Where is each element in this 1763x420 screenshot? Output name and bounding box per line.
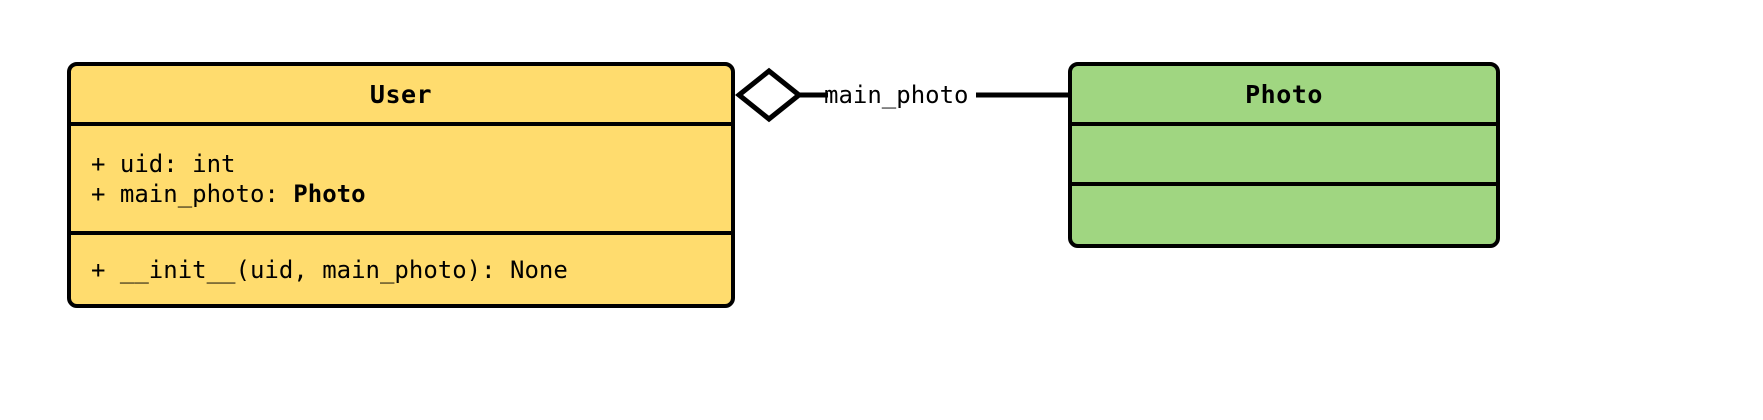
uml-attribute-main-photo-prefix: + main_photo:: [91, 179, 294, 208]
aggregation-diamond-icon: [734, 67, 804, 123]
uml-class-user-title: User: [369, 79, 433, 109]
uml-attribute-main-photo: + main_photo: Photo: [91, 179, 711, 209]
uml-class-photo[interactable]: Photo: [1068, 62, 1500, 248]
uml-class-user[interactable]: User + uid: int + main_photo: Photo + __…: [67, 62, 735, 308]
uml-class-user-attributes: + uid: int + main_photo: Photo: [71, 122, 731, 231]
uml-class-photo-title: Photo: [1245, 79, 1323, 109]
uml-method-init: + __init__(uid, main_photo): None: [91, 255, 568, 284]
relationship-label-main-photo: main_photo: [824, 81, 969, 109]
uml-class-photo-attributes: [1072, 122, 1496, 182]
uml-class-user-methods: + __init__(uid, main_photo): None: [71, 231, 731, 304]
uml-attribute-main-photo-type: Photo: [293, 179, 366, 208]
uml-relationship-user-main-photo[interactable]: [731, 62, 1076, 132]
uml-attribute-uid: + uid: int: [91, 149, 236, 178]
uml-class-photo-methods: [1072, 182, 1496, 244]
